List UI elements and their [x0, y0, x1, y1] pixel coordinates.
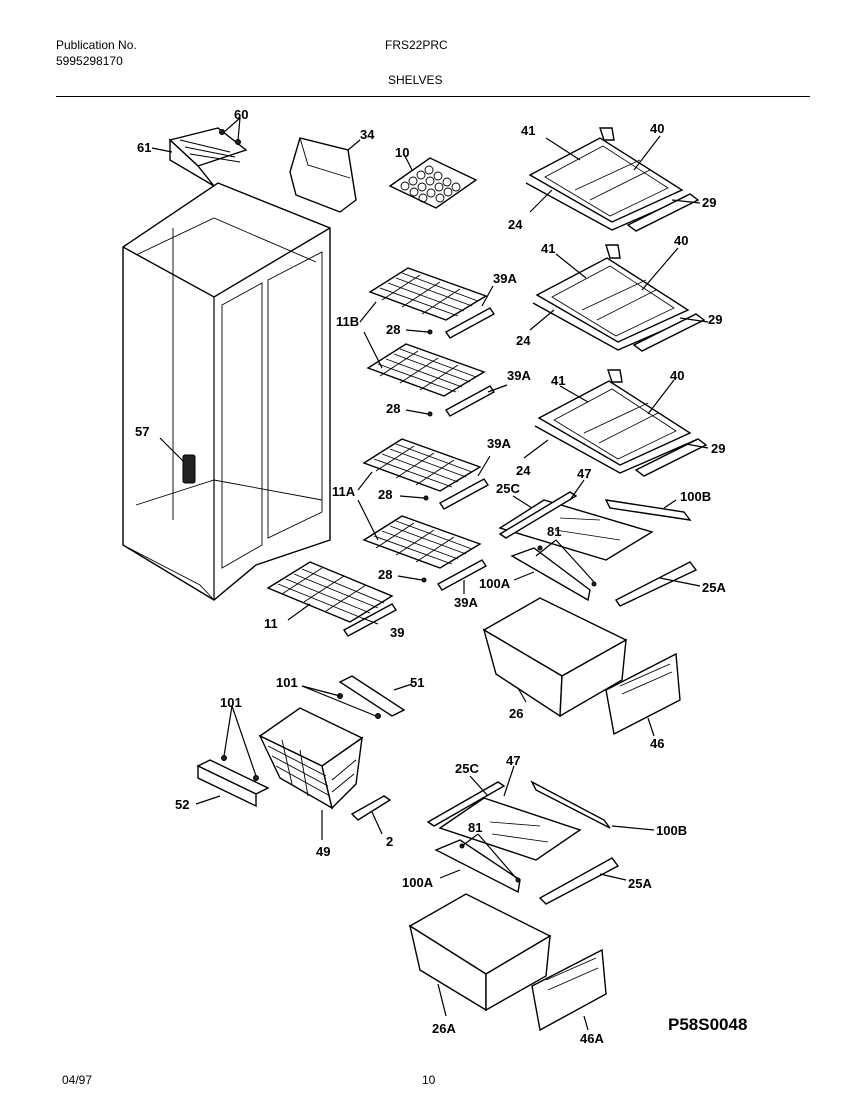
crisper-front-46: [605, 652, 681, 737]
crisper-drawer-26A: [408, 893, 552, 1017]
page-number: 10: [422, 1073, 436, 1087]
callout-24-top: 24: [508, 217, 523, 232]
callout-41-lower: 41: [551, 373, 565, 388]
callout-40-top: 40: [650, 121, 664, 136]
crisper-cover-lower: [426, 765, 655, 905]
part-34-bin: [289, 137, 361, 213]
callout-41-middle: 41: [541, 241, 555, 256]
callout-100B-lower: 100B: [656, 823, 687, 838]
wire-shelf-11A-upper: [362, 438, 491, 510]
publication-number: 5995298170: [56, 54, 123, 68]
wire-shelf-11: [266, 561, 398, 637]
callout-39A-2: 39A: [507, 368, 531, 383]
wire-shelf-11B-upper: [368, 267, 496, 339]
callout-28-4: 28: [378, 567, 392, 582]
callout-24-lower: 24: [516, 463, 531, 478]
callout-101-bracket: 101: [220, 695, 242, 710]
callout-11B: 11B: [336, 314, 359, 329]
callout-60: 60: [234, 107, 248, 122]
callout-57: 57: [135, 424, 149, 439]
section-title: SHELVES: [388, 73, 443, 87]
part-51-rail: [301, 675, 413, 719]
callout-39A-4: 39A: [454, 595, 478, 610]
wire-shelf-11A-lower: [357, 471, 488, 594]
callout-40-middle: 40: [674, 233, 688, 248]
callout-29-top: 29: [702, 195, 716, 210]
part-10-egg-tray: [388, 153, 478, 209]
callout-11A: 11A: [332, 484, 356, 499]
diagram-code: P58S0048: [668, 1015, 747, 1034]
callout-10: 10: [395, 145, 409, 160]
callout-100B-upper: 100B: [680, 489, 711, 504]
shelf-assembly-middle: [529, 244, 709, 352]
callout-81-lower: 81: [468, 820, 482, 835]
callout-26A: 26A: [432, 1021, 456, 1036]
callout-52: 52: [175, 797, 189, 812]
callout-29-middle: 29: [708, 312, 722, 327]
callout-100A-lower: 100A: [402, 875, 434, 890]
callout-28-1: 28: [386, 322, 400, 337]
callout-51: 51: [410, 675, 424, 690]
callout-49: 49: [316, 844, 330, 859]
callout-24-middle: 24: [516, 333, 531, 348]
callout-11: 11: [264, 616, 278, 631]
refrigerator-cabinet: [122, 182, 331, 601]
callout-29-lower: 29: [711, 441, 725, 456]
shelf-assembly-top: [525, 127, 701, 232]
crisper-drawer-26: [482, 597, 628, 718]
callout-47-upper: 47: [577, 466, 591, 481]
part-52-bracket: [195, 705, 270, 808]
callout-28-2: 28: [386, 401, 400, 416]
callout-39A-3: 39A: [487, 436, 511, 451]
callout-25A-upper: 25A: [702, 580, 726, 595]
callout-28-3: 28: [378, 487, 392, 502]
callout-26: 26: [509, 706, 523, 721]
wire-shelf-11B-lower: [359, 301, 508, 417]
part-2-divider: [350, 795, 392, 835]
callout-41-top: 41: [521, 123, 535, 138]
callout-47-lower: 47: [506, 753, 520, 768]
callout-46: 46: [650, 736, 664, 751]
callout-100A-upper: 100A: [479, 576, 511, 591]
callout-2: 2: [386, 834, 393, 849]
model-number: FRS22PRC: [385, 38, 448, 52]
footer-date: 04/97: [62, 1073, 93, 1087]
callout-46A: 46A: [580, 1031, 604, 1046]
callout-81-upper: 81: [547, 524, 561, 539]
callout-40-lower: 40: [670, 368, 684, 383]
callout-39A-1: 39A: [493, 271, 517, 286]
header-rule: [56, 96, 810, 97]
callout-34: 34: [360, 127, 375, 142]
crisper-front-46A: [531, 948, 607, 1032]
part-49-wire-basket: [258, 707, 364, 840]
callout-25C-lower: 25C: [455, 761, 479, 776]
part-57-switch: [159, 437, 196, 484]
callout-101-rail: 101: [276, 675, 298, 690]
callout-25A-lower: 25A: [628, 876, 652, 891]
publication-label: Publication No.: [56, 38, 137, 52]
callout-labels: 60 61 34 10 41 40 24 29 41 40 24 29 41 4…: [135, 107, 747, 1046]
callout-61: 61: [137, 140, 151, 155]
crisper-cover-upper: [498, 479, 701, 607]
part-61-bracket: [151, 117, 248, 187]
shelf-assembly-lower: [523, 369, 709, 477]
callout-39: 39: [390, 625, 404, 640]
callout-25C-upper: 25C: [496, 481, 520, 496]
